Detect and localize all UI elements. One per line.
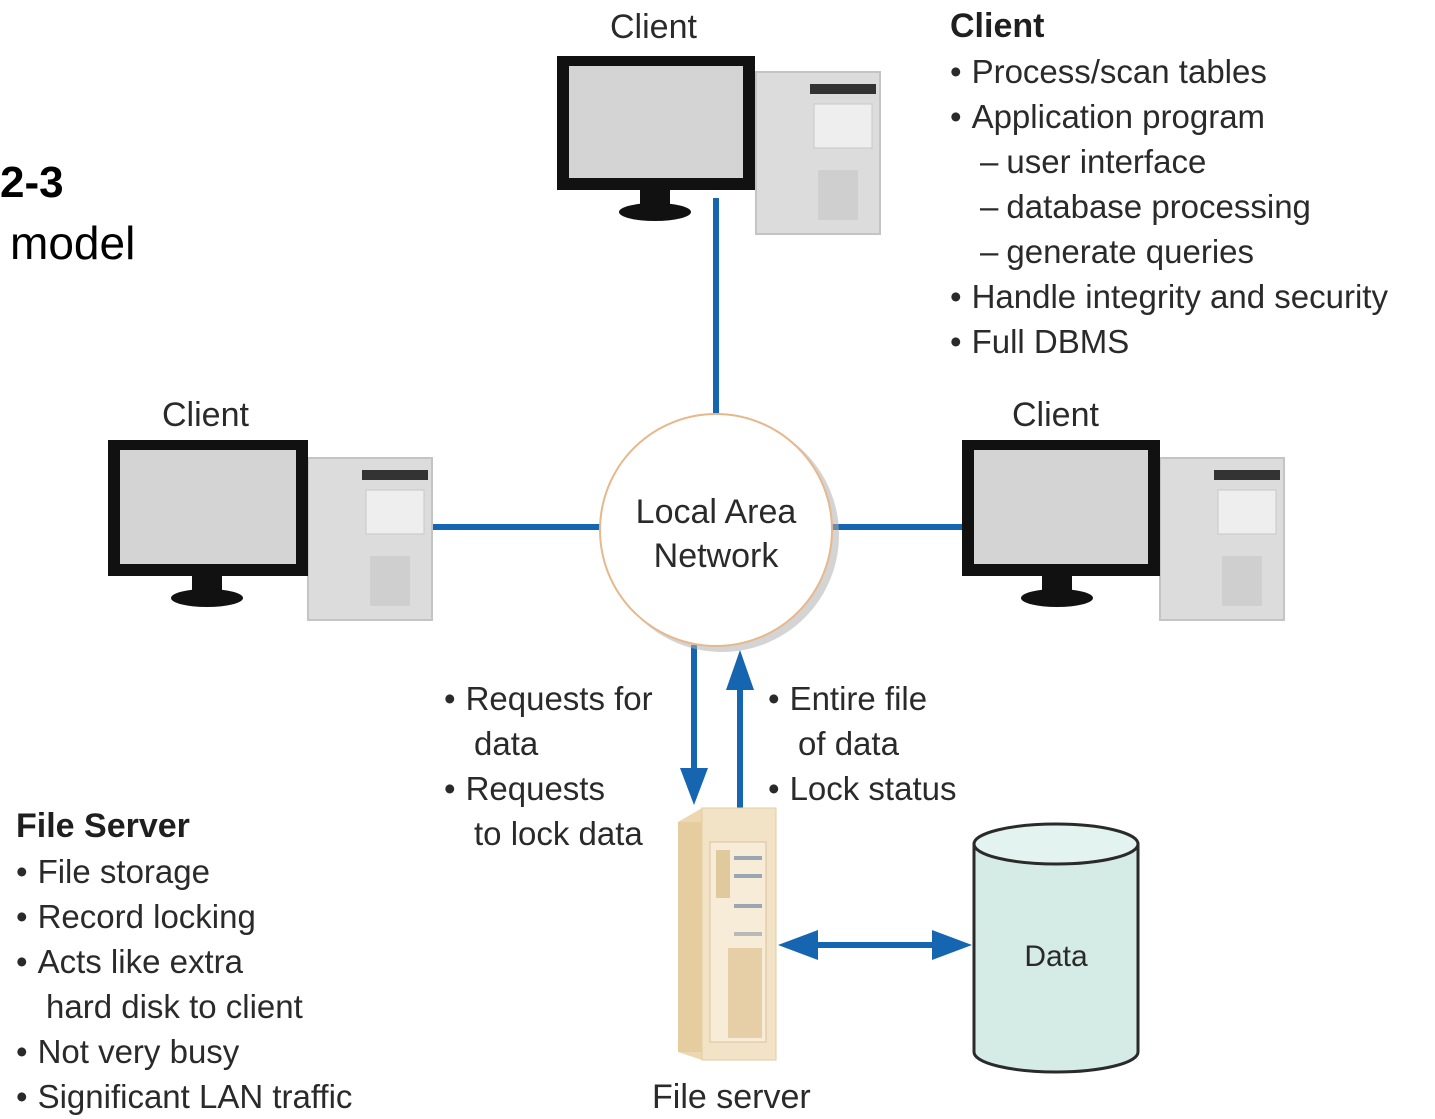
file-server-item-storage: File storage bbox=[16, 849, 352, 894]
responses-line2: of data bbox=[798, 725, 899, 762]
top-client-label: Client bbox=[610, 8, 697, 46]
requests-line2: data bbox=[474, 725, 539, 762]
figure-caption: model bbox=[10, 217, 136, 269]
client-info-sub-ui: user interface bbox=[950, 139, 1388, 184]
client-info-sub-db: database processing bbox=[950, 184, 1388, 229]
response-arrow bbox=[726, 650, 754, 808]
requests-line4: to lock data bbox=[474, 815, 643, 852]
client-info-item-process: Process/scan tables bbox=[950, 49, 1388, 94]
file-server-item-disk-cont: hard disk to client bbox=[46, 988, 303, 1025]
file-server-item-locking: Record locking bbox=[16, 894, 352, 939]
requests-line3: Requests bbox=[444, 766, 653, 811]
responses-line1: Entire file bbox=[768, 676, 956, 721]
top-client-computer bbox=[557, 56, 881, 235]
right-client-label: Client bbox=[1012, 396, 1099, 434]
data-label: Data bbox=[1024, 940, 1088, 973]
figure-number: 2-3 bbox=[0, 158, 64, 207]
file-server-tower bbox=[678, 807, 777, 1061]
client-info-title: Client bbox=[950, 7, 1045, 45]
lan-label-line1: Local Area bbox=[635, 493, 797, 531]
right-client-computer bbox=[962, 440, 1285, 621]
request-arrow bbox=[680, 645, 708, 805]
file-server-label: File server bbox=[652, 1078, 811, 1116]
file-server-info-block: File Server File storage Record locking … bbox=[16, 804, 352, 1119]
data-cylinder bbox=[972, 822, 1140, 1074]
lan-label: Local Area Network bbox=[616, 490, 816, 578]
left-client-label: Client bbox=[162, 396, 249, 434]
client-info-sub-queries: generate queries bbox=[950, 229, 1388, 274]
file-server-item-busy: Not very busy bbox=[16, 1029, 352, 1074]
file-server-item-disk: Acts like extra bbox=[16, 939, 352, 984]
client-info-block: Client Process/scan tables Application p… bbox=[950, 4, 1388, 364]
server-data-arrow bbox=[778, 930, 972, 960]
requests-line1: Requests for bbox=[444, 676, 653, 721]
client-info-item-application: Application program bbox=[950, 94, 1388, 139]
client-info-item-integrity: Handle integrity and security bbox=[950, 274, 1388, 319]
client-info-item-dbms: Full DBMS bbox=[950, 319, 1388, 364]
responses-line3: Lock status bbox=[768, 766, 957, 811]
lan-circle bbox=[599, 413, 839, 652]
requests-text: Requests for data Requests to lock data bbox=[444, 676, 653, 856]
lan-label-line2: Network bbox=[653, 537, 779, 575]
responses-text: Entire file of data Lock status bbox=[768, 676, 957, 811]
file-server-item-traffic: Significant LAN traffic bbox=[16, 1074, 353, 1119]
lan-connectors bbox=[432, 198, 962, 530]
file-server-info-title: File Server bbox=[16, 807, 190, 845]
left-client-computer bbox=[108, 440, 433, 621]
